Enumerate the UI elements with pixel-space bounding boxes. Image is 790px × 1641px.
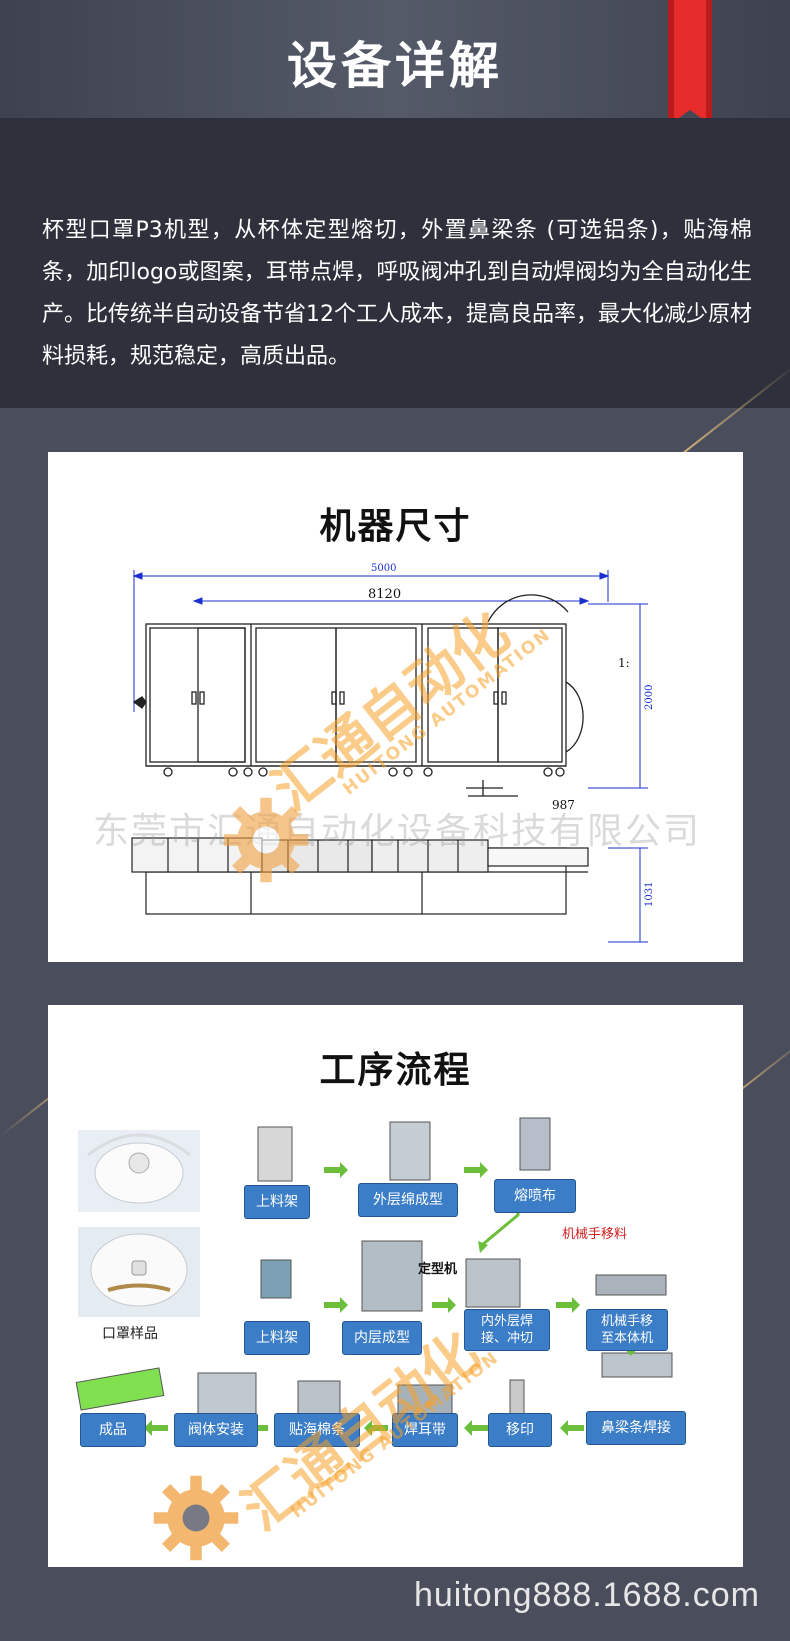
dim-depth: 1031 bbox=[644, 882, 655, 907]
step-ear-loop-welding: 焊耳带 bbox=[392, 1413, 458, 1447]
step-inner-layer-forming: 内层成型 bbox=[342, 1321, 422, 1355]
step-welding-cutting-line2: 接、冲切 bbox=[480, 1331, 533, 1346]
flow-arrow-head bbox=[478, 1241, 488, 1253]
machine-front-view bbox=[132, 594, 584, 797]
ribbon-icon bbox=[668, 0, 712, 126]
machine-size-title: 机器尺寸 bbox=[319, 506, 472, 547]
step-outer-layer-forming: 外层绵成型 bbox=[358, 1183, 458, 1217]
page-header: 设备详解 10000 bbox=[0, 0, 790, 180]
step-welding-cutting-line1: 内外层焊 bbox=[480, 1314, 533, 1329]
step-robot-transfer-line1: 机械手移 bbox=[600, 1314, 653, 1329]
dim-top-small: 5000 bbox=[371, 563, 396, 574]
step-feeding-rack-1: 上料架 bbox=[244, 1185, 310, 1219]
forming-machine-annotation: 定型机 bbox=[418, 1262, 458, 1277]
store-url: huitong888.1688.com bbox=[413, 1576, 760, 1614]
dim-right-partial: 1: bbox=[618, 656, 630, 670]
mask-sample-label: 口罩样品 bbox=[102, 1326, 158, 1342]
company-watermark: 东莞市汇通自动化设备科技有限公司 bbox=[92, 811, 701, 852]
process-flow-title: 工序流程 bbox=[319, 1050, 472, 1091]
intro-description: 杯型口罩P3机型，从杯体定型熔切，外置鼻梁条 (可选铝条)，贴海棉条，加印log… bbox=[42, 218, 752, 369]
dim-bottom: 987 bbox=[552, 798, 575, 812]
step-meltblown: 熔喷布 bbox=[494, 1179, 576, 1213]
step-robot-transfer: 机械手移 至本体机 bbox=[586, 1309, 668, 1351]
step-welding-cutting: 内外层焊 接、冲切 bbox=[464, 1309, 550, 1351]
gear-watermark-icon bbox=[223, 797, 309, 883]
intro-section: 杯型口罩P3机型，从杯体定型熔切，外置鼻梁条 (可选铝条)，贴海棉条，加印log… bbox=[0, 118, 790, 408]
step-finished-product: 成品 bbox=[80, 1413, 146, 1447]
process-flow-card: 工序流程 bbox=[48, 1005, 743, 1567]
machine-size-card: 机器尺寸 5000 8120 1: 2000 987 1031 bbox=[48, 452, 743, 962]
step-valve-install: 阀体安装 bbox=[174, 1413, 258, 1447]
dim-height: 2000 bbox=[644, 685, 655, 710]
step-sponge-strip: 贴海棉条 bbox=[274, 1413, 360, 1447]
dim-top: 8120 bbox=[368, 587, 401, 602]
step-feeding-rack-2: 上料架 bbox=[244, 1321, 310, 1355]
mask-sample-images bbox=[78, 1130, 200, 1317]
step-nose-bridge-welding: 鼻梁条焊接 bbox=[586, 1411, 686, 1445]
machine-thumbnails bbox=[75, 1117, 673, 1422]
step-robot-transfer-line2: 至本体机 bbox=[600, 1331, 653, 1346]
process-illustrations bbox=[75, 1117, 673, 1436]
step-pad-printing: 移印 bbox=[488, 1413, 552, 1447]
page-title: 设备详解 bbox=[287, 37, 503, 95]
machine-drawing: 5000 8120 1: 2000 987 1031 bbox=[131, 563, 655, 943]
gear-watermark-icon bbox=[153, 1475, 239, 1561]
robot-transfer-annotation: 机械手移料 bbox=[562, 1227, 628, 1242]
